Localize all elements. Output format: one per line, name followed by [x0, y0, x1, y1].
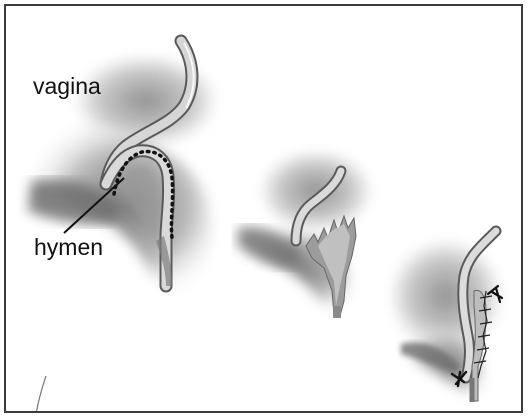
diagram-frame: vagina hymen: [4, 4, 523, 413]
diagram-illustration: [6, 6, 523, 413]
stray-line: [36, 376, 46, 413]
sutured-hymen-illustration: [391, 231, 502, 402]
label-hymen: hymen: [34, 236, 103, 259]
label-vagina: vagina: [33, 75, 101, 98]
torn-hymen-illustration: [238, 151, 371, 318]
